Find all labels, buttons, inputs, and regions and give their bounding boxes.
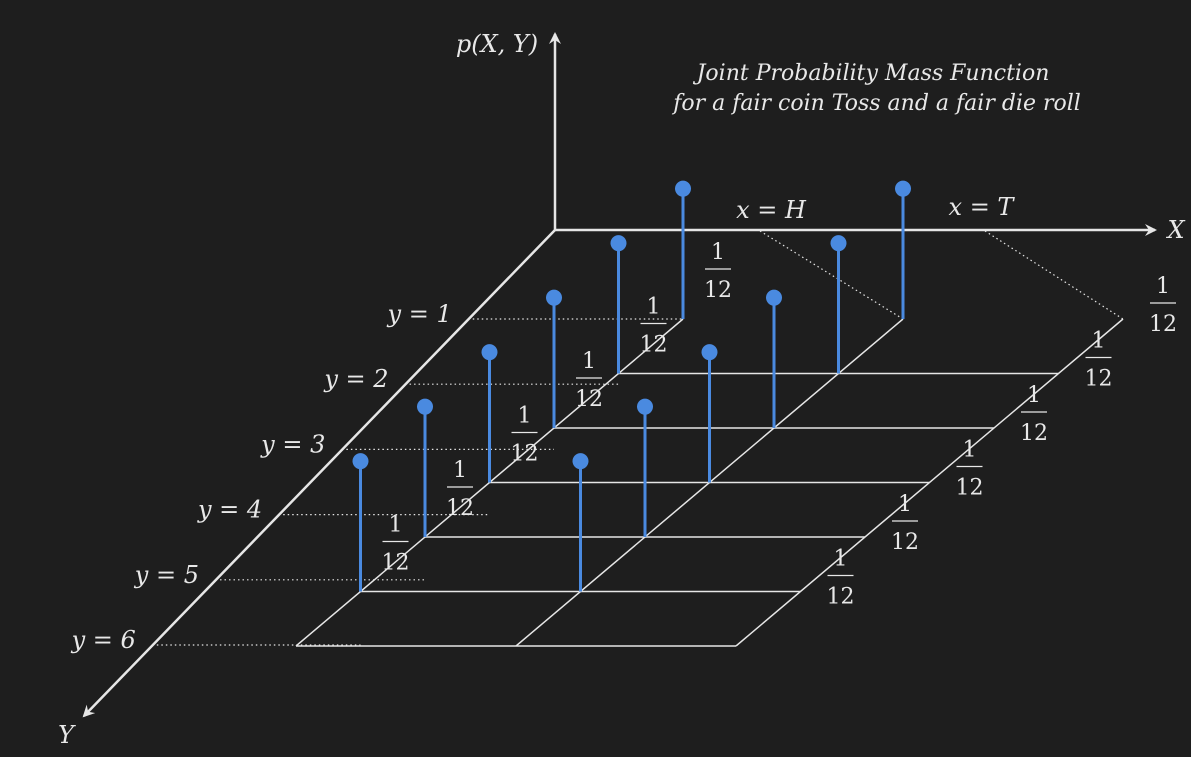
value-label: 1 12 xyxy=(827,547,855,610)
value-label: 1 12 xyxy=(640,295,668,358)
x-tick-label: x = H xyxy=(736,196,807,224)
y-axis-label: Y xyxy=(58,721,76,749)
z-axis-label: p(X, Y) xyxy=(456,30,538,58)
value-label-numerator: 1 xyxy=(389,513,403,538)
value-label-numerator: 1 xyxy=(898,492,912,517)
stem-marker xyxy=(895,180,911,197)
y-axis xyxy=(82,229,556,718)
tick-labels: x = H x = T y = 1 y = 2 y = 3 y = 4 y = 5 y = 6 xyxy=(71,193,1016,654)
value-labels: 1 12 1 12 1 12 1 12 1 12 1 12 1 12 1 12 1 12 1 12 1 12 1 12 xyxy=(382,240,1178,610)
stem-marker xyxy=(572,453,589,470)
stem-marker xyxy=(352,453,369,470)
x-projection-line xyxy=(759,230,904,320)
stem-marker xyxy=(546,289,562,306)
value-label-denominator: 12 xyxy=(1085,367,1113,392)
stem-marker xyxy=(830,235,847,252)
value-label: 1 12 xyxy=(1149,274,1177,337)
value-label-numerator: 1 xyxy=(582,349,596,374)
y-tick-label: y = 2 xyxy=(323,365,388,393)
value-label-denominator: 12 xyxy=(575,387,603,412)
y-tick-label: y = 6 xyxy=(71,626,136,654)
value-label-denominator: 12 xyxy=(956,476,984,501)
value-label-numerator: 1 xyxy=(834,547,848,572)
x-projection-line xyxy=(984,230,1124,320)
stem-marker xyxy=(675,180,691,197)
value-label-numerator: 1 xyxy=(1092,329,1106,354)
value-label: 1 12 xyxy=(382,513,410,576)
value-label: 1 12 xyxy=(511,404,539,467)
value-label-numerator: 1 xyxy=(1027,383,1041,408)
y-tick-label: y = 1 xyxy=(387,300,452,328)
y-tick-label: y = 5 xyxy=(134,561,199,589)
x-tick-label: x = T xyxy=(949,193,1016,221)
stem-marker xyxy=(610,235,627,252)
stem-marker xyxy=(766,289,782,306)
value-label-denominator: 12 xyxy=(827,585,855,610)
value-label-denominator: 12 xyxy=(382,551,410,576)
value-label-denominator: 12 xyxy=(446,496,474,521)
x-axis-label: X xyxy=(1165,216,1185,244)
value-label-numerator: 1 xyxy=(647,295,661,320)
floor-grid-column xyxy=(735,318,1124,647)
value-label-numerator: 1 xyxy=(711,240,725,265)
value-label-denominator: 12 xyxy=(1149,312,1177,337)
diagram-title-line1: Joint Probability Mass Function xyxy=(693,61,1050,86)
value-label-denominator: 12 xyxy=(891,530,919,555)
stem-marker xyxy=(417,398,433,415)
y-tick-label: y = 3 xyxy=(260,430,325,458)
value-label-denominator: 12 xyxy=(640,333,668,358)
value-label: 1 12 xyxy=(575,349,603,412)
value-label-numerator: 1 xyxy=(453,458,467,483)
value-label: 1 12 xyxy=(956,438,984,501)
y-tick-label: y = 4 xyxy=(197,496,262,524)
value-label-numerator: 1 xyxy=(518,404,532,429)
stem-marker xyxy=(637,398,653,415)
stem-marker xyxy=(701,344,718,361)
value-label-denominator: 12 xyxy=(511,442,539,467)
stem-marker xyxy=(481,344,498,361)
value-label: 1 12 xyxy=(446,458,474,521)
value-label-denominator: 12 xyxy=(704,278,732,303)
value-label: 1 12 xyxy=(704,240,732,303)
value-label: 1 12 xyxy=(891,492,919,555)
value-label: 1 12 xyxy=(1020,383,1048,446)
value-label: 1 12 xyxy=(1085,329,1113,392)
value-label-numerator: 1 xyxy=(963,438,977,463)
value-label-numerator: 1 xyxy=(1156,274,1170,299)
diagram-title-line2: for a fair coin Toss and a fair die roll xyxy=(671,91,1081,116)
stems xyxy=(352,180,911,592)
value-label-denominator: 12 xyxy=(1020,421,1048,446)
